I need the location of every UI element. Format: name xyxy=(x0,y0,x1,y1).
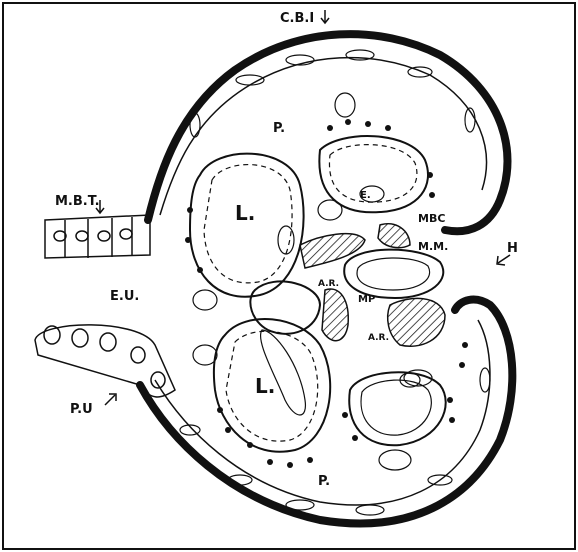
tubule-cells-lower xyxy=(35,325,175,397)
capillary-loop-center xyxy=(344,250,443,298)
label-l-lower: L. xyxy=(255,374,275,398)
capillary-loop-upper xyxy=(190,154,304,297)
capillary-loop-top-right xyxy=(319,93,428,212)
capsule-outer-wall xyxy=(148,34,508,231)
label-mbt: M.B.T. xyxy=(55,194,100,209)
label-mm: M.M. xyxy=(418,240,448,253)
label-cbi: C.B.I xyxy=(280,11,314,26)
capillary-loop-lower-right xyxy=(349,370,445,470)
tubule-cells-upper xyxy=(45,215,150,258)
label-eu: E.U. xyxy=(110,289,139,304)
capsule-epithelium-upper xyxy=(160,58,486,215)
label-ar-upper: A.R. xyxy=(318,279,339,289)
label-mp: MP xyxy=(358,294,375,305)
label-pu: P.U xyxy=(70,402,93,417)
label-p-bottom: P. xyxy=(318,474,330,489)
label-l-upper: L. xyxy=(235,201,255,225)
label-mbc: MBC xyxy=(418,212,445,225)
label-h: H xyxy=(507,241,518,256)
label-p-top: P. xyxy=(273,121,285,136)
label-ar-lower: A.R. xyxy=(368,333,389,343)
label-e: E. xyxy=(360,190,371,201)
